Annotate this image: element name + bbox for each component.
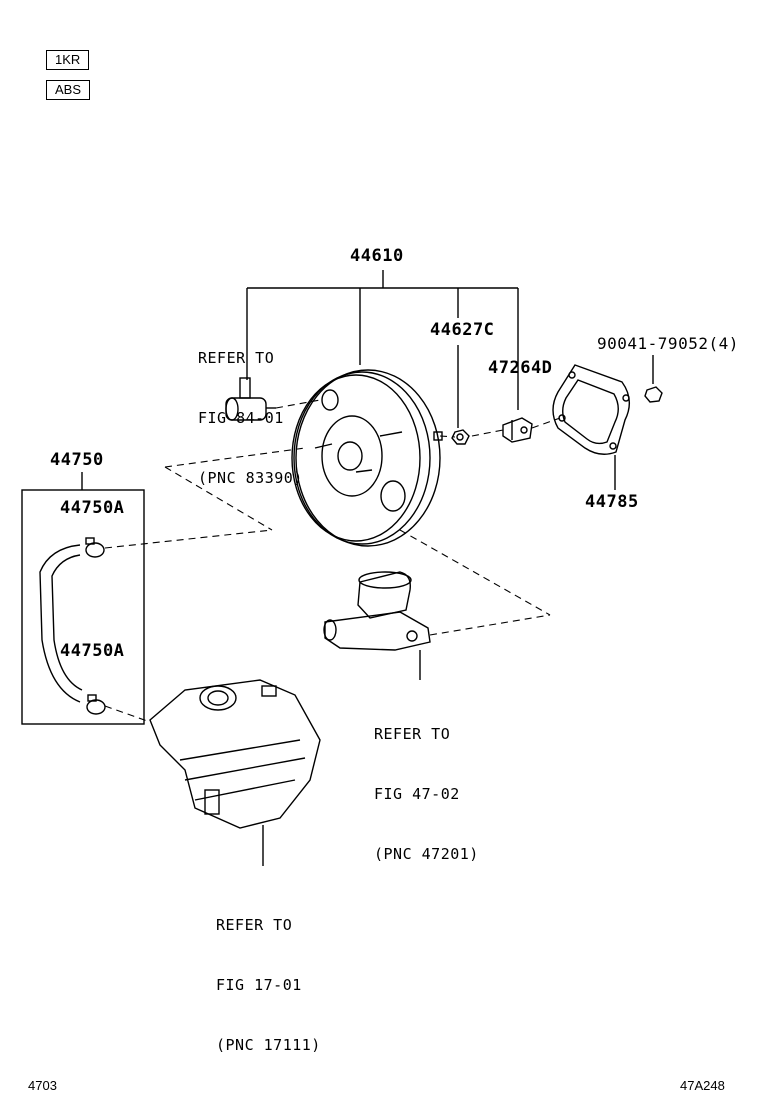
pressure-switch[interactable] (225, 377, 276, 421)
nut-90041[interactable] (644, 355, 663, 403)
label-nut-44627c: 44627C (430, 320, 495, 340)
label-clevis: 47264D (488, 358, 553, 378)
brake-booster[interactable] (291, 369, 443, 547)
engine-tag: 1KR (46, 50, 90, 70)
ref-master-cylinder: REFER TO FIG 47-02 (PNC 47201) (374, 725, 479, 863)
intake-manifold[interactable] (149, 679, 321, 866)
nut-44627c[interactable] (451, 429, 470, 445)
footer-figure-code: 47A248 (680, 1078, 725, 1093)
label-hose-assembly: 44750 (50, 450, 104, 470)
hose-clip-upper[interactable] (85, 537, 105, 558)
label-clip-lower: 44750A (60, 641, 125, 661)
label-gasket: 44785 (585, 492, 639, 512)
clevis-47264d[interactable] (502, 417, 533, 443)
hose-clip-lower[interactable] (86, 694, 106, 715)
vacuum-hose[interactable] (39, 544, 83, 703)
booster-leader (246, 270, 519, 428)
hose-assembly-box (21, 472, 145, 725)
footer-page-code: 4703 (28, 1078, 57, 1093)
ref-switch: REFER TO FIG 84-01 (PNC 83390) (198, 349, 303, 487)
label-clip-upper: 44750A (60, 498, 125, 518)
abs-tag: ABS (46, 80, 91, 100)
ref-manifold: REFER TO FIG 17-01 (PNC 17111) (216, 916, 321, 1054)
master-cylinder[interactable] (323, 571, 431, 680)
gasket-44785[interactable] (552, 364, 630, 490)
label-booster: 44610 (350, 246, 404, 266)
label-nut-90041: 90041-79052(4) (597, 334, 739, 353)
connection-lines (104, 399, 561, 723)
